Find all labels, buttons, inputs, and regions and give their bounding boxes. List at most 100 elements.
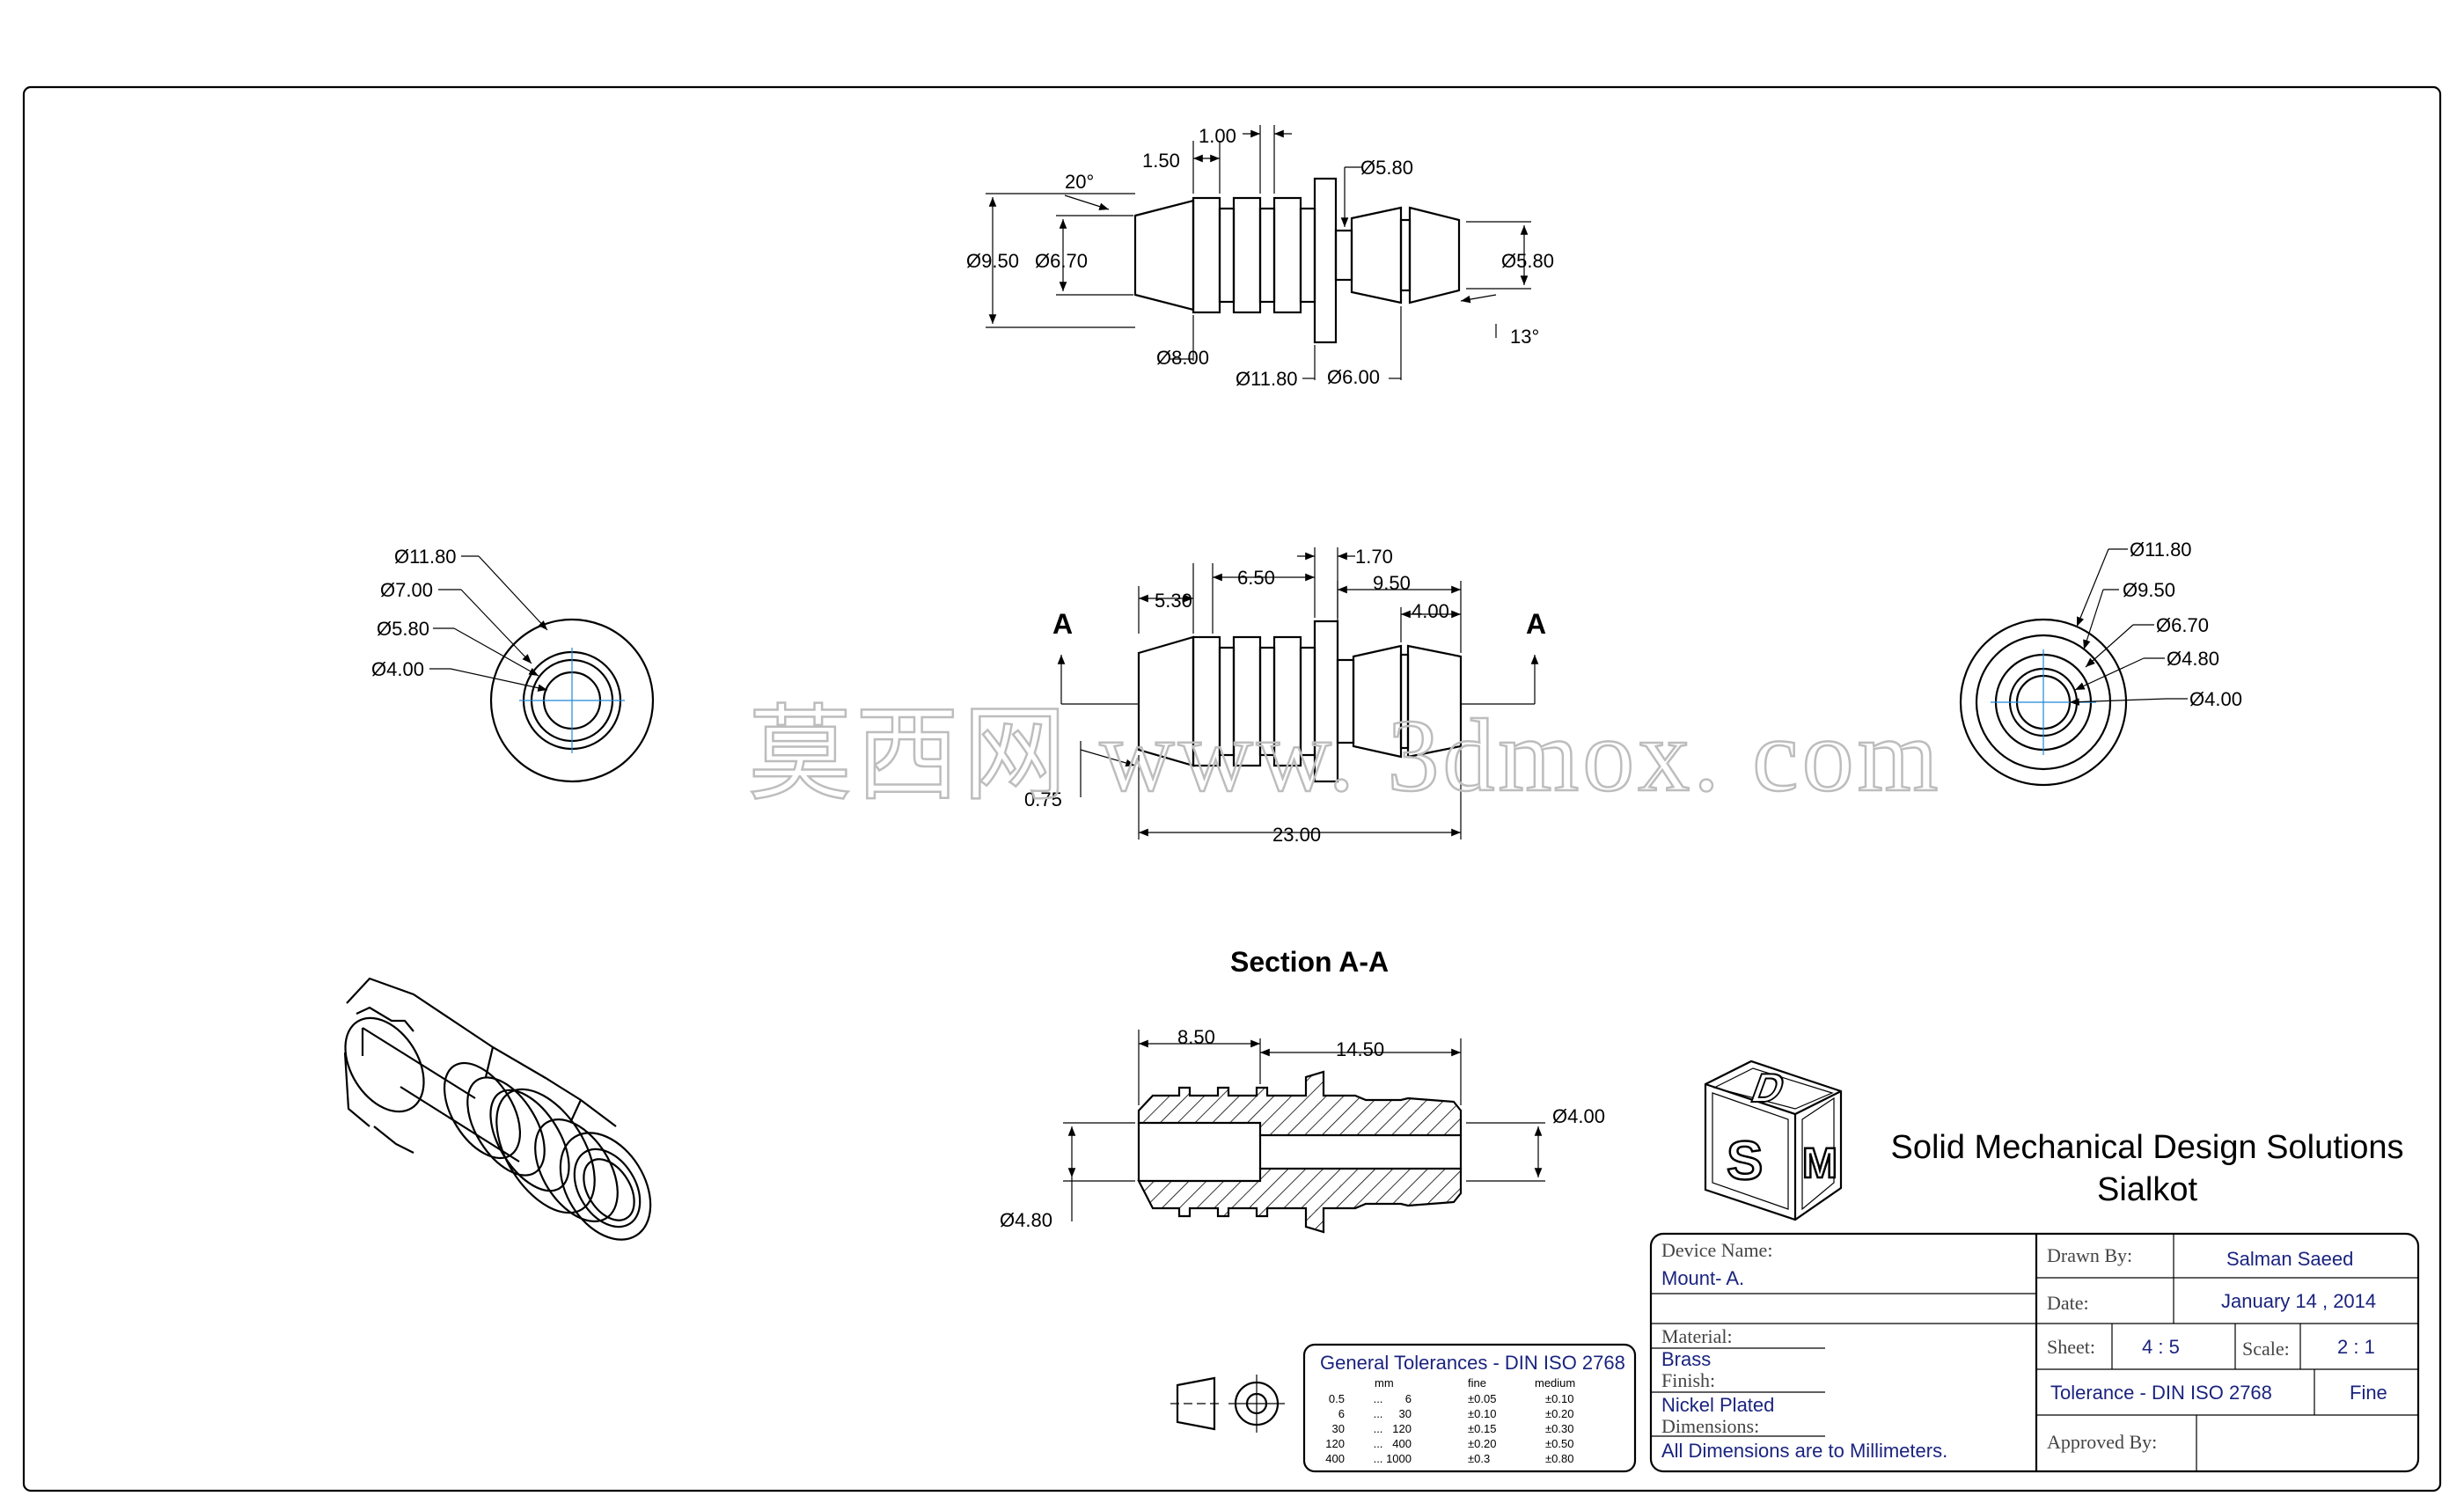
tolerance-cell: 120: [1392, 1422, 1412, 1435]
right-dim-3: Ø6.70: [2156, 614, 2209, 636]
left-dim-3: Ø5.80: [377, 618, 429, 640]
right-dim-4: Ø4.80: [2167, 648, 2219, 670]
device-name-label: Device Name:: [1661, 1239, 1772, 1261]
dim-1-70: 1.70: [1355, 546, 1393, 568]
tolerance-cell: ±0.20: [1545, 1407, 1573, 1420]
logo-letter-s: S: [1727, 1131, 1763, 1192]
scale-label: Scale:: [2242, 1338, 2290, 1360]
dim-8-50: 8.50: [1177, 1026, 1215, 1048]
device-name: Mount- A.: [1661, 1267, 1744, 1289]
isometric-view: [343, 977, 652, 1241]
tolerance-cell: ±0.05: [1468, 1392, 1496, 1405]
left-end-view: Ø11.80 Ø7.00 Ø5.80 Ø4.00: [371, 546, 655, 783]
scale-value: 2 : 1: [2337, 1336, 2375, 1358]
tolerance-cell: ...: [1374, 1437, 1383, 1450]
dim-dia-5-80-top: Ø5.80: [1360, 157, 1413, 179]
tolerance-cell: ±0.10: [1468, 1407, 1496, 1420]
date-value: January 14 , 2014: [2221, 1290, 2376, 1312]
sheet-border: [22, 85, 2442, 1492]
dim-1-50: 1.50: [1142, 150, 1180, 172]
tolerance-cell: 400: [1392, 1437, 1412, 1450]
tolerance-cell: ...: [1374, 1422, 1383, 1435]
drawn-by-label: Drawn By:: [2047, 1244, 2132, 1266]
dim-dia-4-80: Ø4.80: [1000, 1209, 1052, 1231]
left-dim-2: Ø7.00: [380, 579, 433, 601]
tolerance-cell: ...: [1374, 1452, 1383, 1465]
right-dim-1: Ø11.80: [2130, 539, 2192, 561]
dimensions-label: Dimensions:: [1661, 1415, 1759, 1437]
dim-dia-5-80-right: Ø5.80: [1501, 250, 1554, 272]
top-elevation-view: 1.00 1.50 20° Ø5.80 Ø9.50 Ø6.70 Ø5.80 13…: [966, 125, 1554, 390]
company-logo-icon: D S M: [1704, 1060, 1843, 1221]
tolerance-cell: 6: [1338, 1407, 1345, 1420]
date-label: Date:: [2047, 1292, 2089, 1314]
tolerance-value: Tolerance - DIN ISO 2768: [2050, 1382, 2272, 1404]
tol-header-medium: medium: [1535, 1376, 1575, 1390]
tolerance-cell: 30: [1399, 1407, 1412, 1420]
drawn-by-value: Salman Saeed: [2226, 1248, 2353, 1270]
section-mark-left: A: [1052, 608, 1073, 640]
company-city: Sialkot: [2097, 1171, 2197, 1208]
dim-9-50: 9.50: [1373, 572, 1411, 594]
dim-5-30: 5.30: [1155, 590, 1192, 612]
tolerance-cell: ±0.20: [1468, 1437, 1496, 1450]
dim-23-00: 23.00: [1272, 824, 1321, 846]
tolerance-cell: 6: [1405, 1392, 1412, 1405]
material-label: Material:: [1661, 1325, 1733, 1347]
dim-dia-6-70: Ø6.70: [1035, 250, 1088, 272]
section-view: 8.50 14.50 Ø4.00 Ø4.80: [1000, 1026, 1605, 1234]
projection-symbol-icon: [1170, 1375, 1285, 1433]
tolerance-cell: ±0.30: [1545, 1422, 1573, 1435]
material-value: Brass: [1661, 1348, 1711, 1370]
finish-label: Finish:: [1661, 1369, 1715, 1391]
dim-angle-13: 13°: [1510, 326, 1539, 348]
dim-dia-4-00: Ø4.00: [1552, 1105, 1605, 1127]
tolerance-table-title: General Tolerances - DIN ISO 2768: [1320, 1352, 1625, 1374]
tolerance-cell: ±0.15: [1468, 1422, 1496, 1435]
tolerance-cell: 0.5: [1329, 1392, 1345, 1405]
tolerance-cell: 1000: [1386, 1452, 1412, 1465]
dim-dia-11-80: Ø11.80: [1236, 368, 1298, 390]
right-end-view: Ø11.80 Ø9.50 Ø6.70 Ø4.80 Ø4.00: [1959, 539, 2242, 787]
dim-6-50: 6.50: [1237, 567, 1275, 589]
left-dim-1: Ø11.80: [394, 546, 457, 568]
dim-4-00: 4.00: [1412, 600, 1449, 622]
tolerance-table: General Tolerances - DIN ISO 2768 mm fin…: [1302, 1343, 1637, 1473]
dim-14-50: 14.50: [1336, 1038, 1384, 1060]
logo-letter-d: D: [1745, 1066, 1791, 1111]
dim-1-00: 1.00: [1199, 125, 1236, 147]
approved-by-label: Approved By:: [2047, 1431, 2157, 1453]
finish-value: Nickel Plated: [1661, 1394, 1774, 1416]
tolerance-cell: ±0.3: [1468, 1452, 1490, 1465]
tolerance-cell: 30: [1332, 1422, 1345, 1435]
company-name: Solid Mechanical Design Solutions: [1891, 1129, 2404, 1166]
tolerance-cell: ±0.50: [1545, 1437, 1573, 1450]
dim-0-75: 0.75: [1024, 788, 1062, 810]
tolerance-cell: ±0.80: [1545, 1452, 1573, 1465]
dimensions-value: All Dimensions are to Millimeters.: [1661, 1440, 1947, 1462]
dim-dia-9-50: Ø9.50: [966, 250, 1019, 272]
tolerance-rows: 0.5... 6 ±0.05 ±0.10 6... 30 ±0.10 ±0.20 30... 12…: [1325, 1392, 1573, 1465]
tolerance-cell: ...: [1374, 1407, 1383, 1420]
right-dim-5: Ø4.00: [2189, 688, 2242, 710]
title-block: Device Name: Mount- A. Material: Brass F…: [1649, 1232, 2420, 1473]
tol-header-mm: mm: [1375, 1376, 1394, 1390]
sheet-label: Sheet:: [2047, 1336, 2095, 1358]
section-title: Section A-A: [1230, 946, 1389, 978]
left-dim-4: Ø4.00: [371, 658, 424, 680]
dim-dia-6-00: Ø6.00: [1327, 366, 1380, 388]
tolerance-cell: ±0.10: [1545, 1392, 1573, 1405]
watermark: 莫西网 www. 3dmox. com: [748, 698, 1941, 813]
tol-header-fine: fine: [1468, 1376, 1486, 1390]
logo-letter-m: M: [1802, 1140, 1837, 1187]
tolerance-cell: ...: [1374, 1392, 1383, 1405]
section-mark-right: A: [1526, 608, 1546, 640]
right-dim-2: Ø9.50: [2123, 579, 2175, 601]
tolerance-class: Fine: [2350, 1382, 2387, 1404]
dim-dia-8-00: Ø8.00: [1156, 347, 1209, 369]
dim-angle-20: 20°: [1065, 171, 1094, 193]
tolerance-cell: 120: [1325, 1437, 1345, 1450]
tolerance-cell: 400: [1325, 1452, 1345, 1465]
middle-elevation-view: A A 1.70 6.50 5.30 9.50 4.00 0.75 23.00: [1024, 546, 1546, 846]
